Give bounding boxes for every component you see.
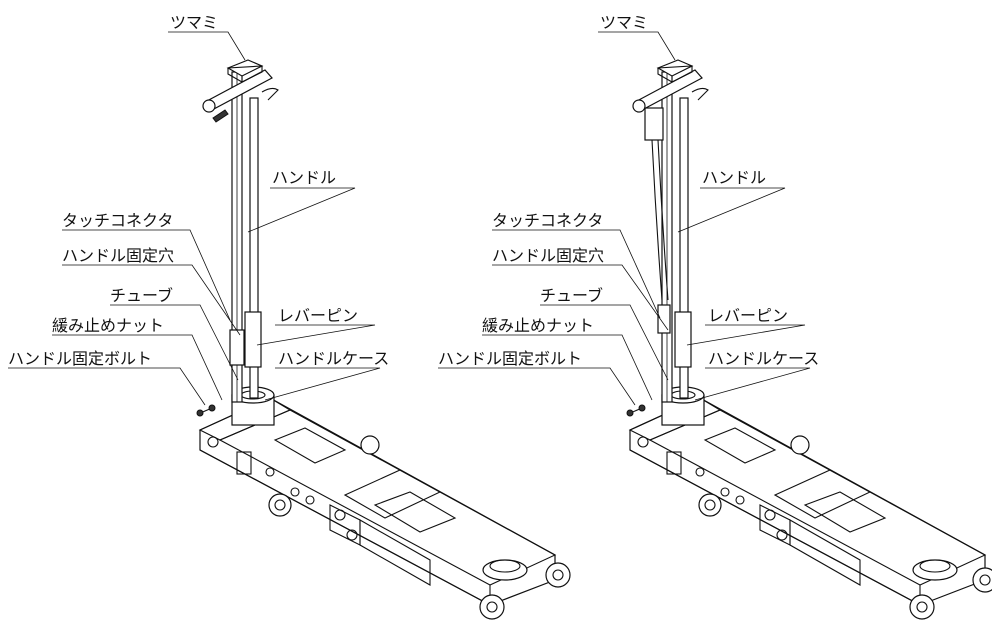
label-handle-fix-hole: ハンドル固定穴	[492, 246, 604, 265]
label-touch-connector: タッチコネクタ	[492, 211, 603, 230]
jack-chassis	[198, 397, 571, 620]
handle-fix-bolt	[626, 404, 646, 417]
label-handle: ハンドル	[702, 168, 766, 187]
label-knob: ツマミ	[170, 13, 218, 32]
jack-chassis	[628, 397, 992, 620]
leader-lines-left	[8, 31, 381, 406]
label-touch-connector: タッチコネクタ	[62, 211, 173, 230]
label-knob: ツマミ	[600, 13, 648, 32]
label-lever-pin: レバーピン	[278, 306, 358, 325]
handle-fix-bolt	[196, 404, 216, 417]
label-handle-fix-bolt: ハンドル固定ボルト	[438, 349, 582, 368]
handle	[632, 69, 709, 403]
label-handle-fix-hole: ハンドル固定穴	[62, 246, 174, 265]
label-handle-fix-bolt: ハンドル固定ボルト	[8, 349, 152, 368]
leader-lines-right	[438, 31, 811, 406]
label-lock-nut: 緩み止めナット	[482, 316, 594, 335]
label-lever-pin: レバーピン	[708, 306, 788, 325]
right-jack-assembly: ツマミ ハンドル タッチコネクタ ハンドル固定穴 チューブ 緩み止めナット ハン…	[438, 13, 992, 620]
knob	[226, 59, 264, 83]
handle	[202, 69, 279, 403]
label-tube: チューブ	[540, 286, 603, 305]
knob	[656, 59, 694, 83]
label-handle: ハンドル	[272, 168, 336, 187]
label-tube: チューブ	[110, 286, 173, 305]
left-jack-assembly: ツマミ ハンドル タッチコネクタ ハンドル固定穴 チューブ 緩み止めナット ハン…	[8, 13, 571, 620]
label-handle-case: ハンドルケース	[278, 349, 389, 368]
label-lock-nut: 緩み止めナット	[52, 316, 164, 335]
label-handle-case: ハンドルケース	[708, 349, 819, 368]
